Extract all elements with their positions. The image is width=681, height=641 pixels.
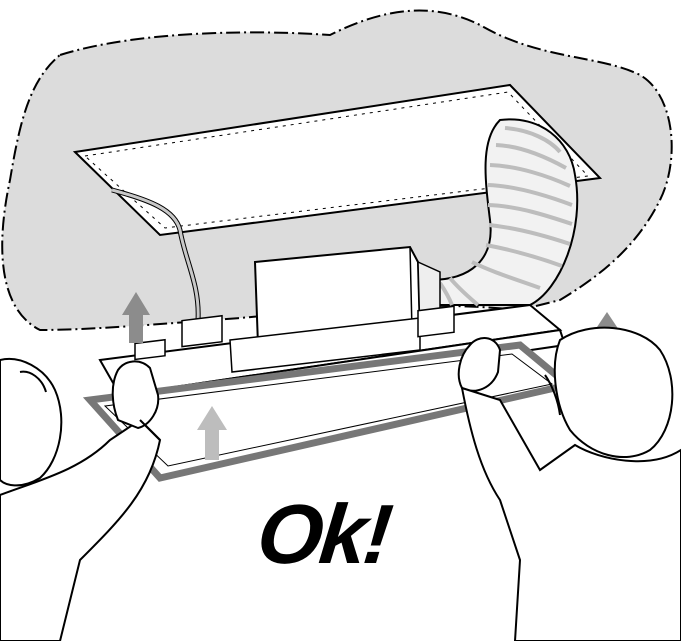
hanger-bracket-left (182, 316, 222, 347)
hanger-bracket-right (418, 306, 454, 336)
installer-left (0, 359, 160, 641)
ok-caption: Ok! (254, 492, 394, 576)
installer-right (459, 328, 681, 641)
